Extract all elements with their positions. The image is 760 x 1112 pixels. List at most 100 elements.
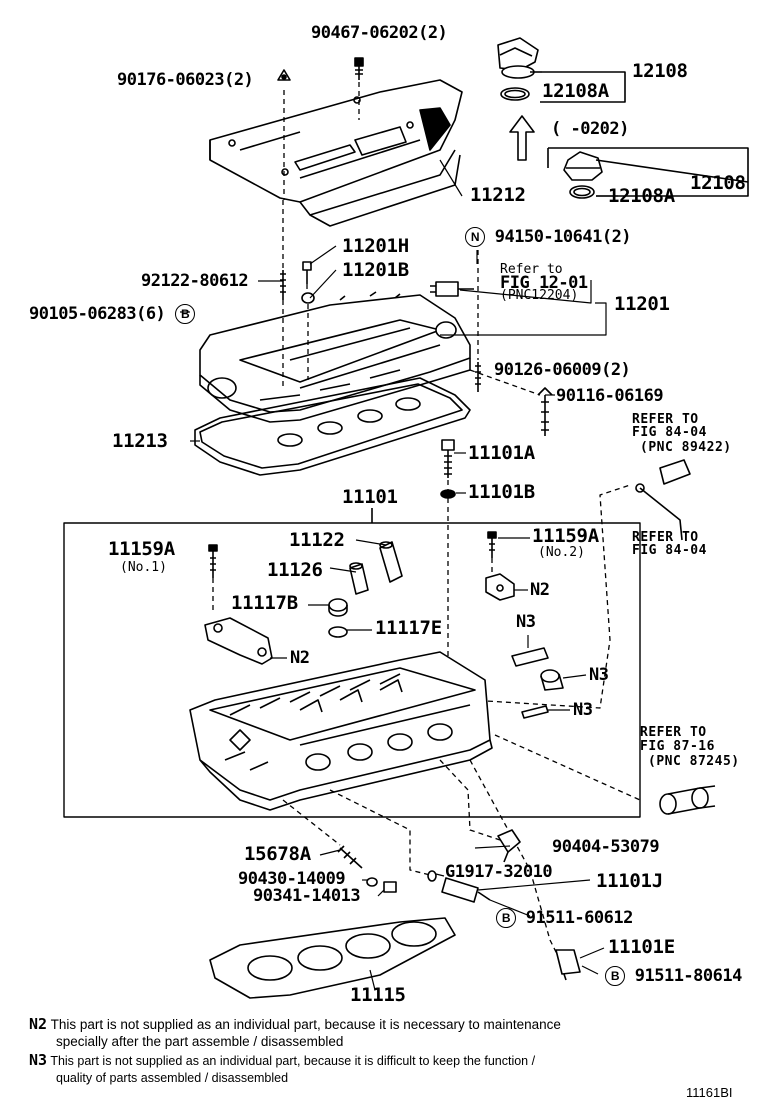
- label-12108A-a: 12108A: [542, 80, 609, 102]
- note-n2-text1: This part is not supplied as an individu…: [50, 1017, 561, 1032]
- label-90176: 90176-06023(2): [117, 70, 254, 90]
- plug-90341: [383, 881, 397, 893]
- label-91511-a-text: 91511-60612: [525, 908, 634, 928]
- cylinder-head: [189, 651, 493, 811]
- label-refer-8404-b1: REFER TO: [632, 530, 699, 545]
- label-12108-a: 12108: [632, 60, 688, 82]
- label-91511-a: B 91511-60612: [496, 908, 633, 928]
- label-90467: 90467-06202(2): [311, 23, 448, 43]
- label-refer-1201-c: (PNC12204): [500, 288, 579, 303]
- label-11126: 11126: [267, 559, 323, 581]
- label-refer-8716-b: FIG 87-16: [640, 739, 715, 754]
- label-15678A: 15678A: [244, 843, 311, 865]
- label-11117B: 11117B: [231, 592, 298, 614]
- label-refer-8716-c: (PNC 87245): [648, 754, 740, 769]
- label-n3-top: N3: [516, 612, 536, 632]
- stud-92122: [280, 270, 286, 300]
- bolt-11159A-no1: [208, 544, 218, 578]
- sensor-11101J: [441, 877, 491, 903]
- circle-b-badge: B: [605, 966, 625, 986]
- note-n3: N3 This part is not supplied as an indiv…: [29, 1052, 535, 1087]
- pin-n3: [511, 647, 549, 667]
- circle-b-badge: B: [496, 908, 516, 928]
- label-refer-8404-a2: FIG 84-04: [632, 425, 707, 440]
- label-90105-text: 90105-06283(6): [29, 304, 166, 324]
- label-g1917: G1917-32010: [445, 862, 553, 882]
- dashed-leaders: [212, 82, 641, 961]
- label-11101B: 11101B: [468, 481, 535, 503]
- callout-brackets: [530, 71, 749, 197]
- hose-clamp: [659, 785, 716, 815]
- label-0202: ( -0202): [551, 119, 629, 139]
- label-90430: 90430-14009: [238, 869, 346, 889]
- label-11101: 11101: [342, 486, 398, 508]
- label-n3-low: N3: [573, 700, 593, 720]
- pin-11122: [379, 541, 403, 583]
- cylinder-head-cover: [199, 291, 471, 423]
- label-no2: (No.2): [538, 545, 585, 560]
- note-n2: N2 This part is not supplied as an indiv…: [29, 1016, 561, 1050]
- figure-id: 11161BI: [686, 1085, 733, 1100]
- label-11201: 11201: [614, 293, 670, 315]
- label-refer-8404-b2: FIG 84-04: [632, 543, 707, 558]
- label-92122: 92122-80612: [141, 271, 249, 291]
- label-n3-mid: N3: [589, 665, 609, 685]
- label-12108A-b: 12108A: [608, 185, 675, 207]
- oring-g1917: [427, 870, 437, 882]
- label-94150-text: 94150-10641(2): [494, 227, 632, 247]
- dowel-n3: [521, 705, 549, 719]
- label-90341: 90341-14013: [253, 886, 361, 906]
- assembly-box-11101: [63, 522, 641, 818]
- label-11101J: 11101J: [596, 870, 663, 892]
- label-94150: N 94150-10641(2): [465, 227, 632, 247]
- callout-line: [595, 159, 749, 183]
- bracket-n2-right: [485, 573, 515, 601]
- label-11201H: 11201H: [342, 235, 409, 257]
- gasket-11213: [194, 377, 471, 476]
- label-refer-1201-a: Refer to: [500, 262, 563, 277]
- label-refer-1201-b: FIG 12-01: [500, 273, 588, 293]
- label-11212: 11212: [470, 184, 526, 206]
- label-no1: (No.1): [120, 560, 167, 575]
- sleeve-n3: [540, 669, 564, 691]
- stud-15678A: [337, 845, 363, 869]
- seal-11201B: [301, 292, 315, 304]
- pcv-valve: [430, 281, 474, 297]
- note-n3-text2: quality of parts assembled / disassemble…: [56, 1071, 289, 1085]
- label-91511-b-text: 91511-80614: [634, 966, 743, 986]
- label-11159A-no1: 11159A: [108, 538, 175, 560]
- stud-90126: [475, 362, 481, 392]
- label-11122: 11122: [289, 529, 345, 551]
- label-n2-left: N2: [290, 648, 310, 668]
- label-11101A: 11101A: [468, 442, 535, 464]
- bolt-90467: [354, 57, 364, 80]
- label-refer-8404-a3: (PNC 89422): [640, 440, 732, 455]
- circle-b-badge: B: [175, 304, 196, 324]
- pin-11126: [349, 562, 369, 595]
- label-90116: 90116-06169: [556, 386, 664, 406]
- oil-filler-cap-alt: [563, 151, 603, 199]
- note-n2-text2: specially after the part assemble / disa…: [56, 1034, 344, 1049]
- label-n2-right: N2: [530, 580, 550, 600]
- head-gasket-11115: [209, 917, 456, 999]
- note-n3-text1: This part is not supplied as an individu…: [50, 1054, 536, 1068]
- sensor-11101E: [555, 949, 581, 981]
- bolt-11101A: [441, 439, 455, 478]
- label-12108-b: 12108: [690, 172, 746, 194]
- label-11213: 11213: [112, 430, 168, 452]
- label-11159A-no2: 11159A: [532, 525, 599, 547]
- label-11201B: 11201B: [342, 259, 409, 281]
- washer-11101B: [440, 489, 456, 499]
- oil-filler-cap: [497, 37, 539, 161]
- ring-11117E: [328, 626, 348, 638]
- label-90105: 90105-06283(6) B: [29, 304, 196, 324]
- engine-cover: [209, 79, 463, 227]
- bolt-11201H: [302, 261, 312, 284]
- note-n2-code: N2: [29, 1015, 48, 1033]
- label-11117E: 11117E: [375, 617, 442, 639]
- label-91511-b: B 91511-80614: [605, 966, 742, 986]
- label-11101E: 11101E: [608, 936, 675, 958]
- label-refer-8404-a1: REFER TO: [632, 412, 699, 427]
- label-90404: 90404-53079: [552, 837, 660, 857]
